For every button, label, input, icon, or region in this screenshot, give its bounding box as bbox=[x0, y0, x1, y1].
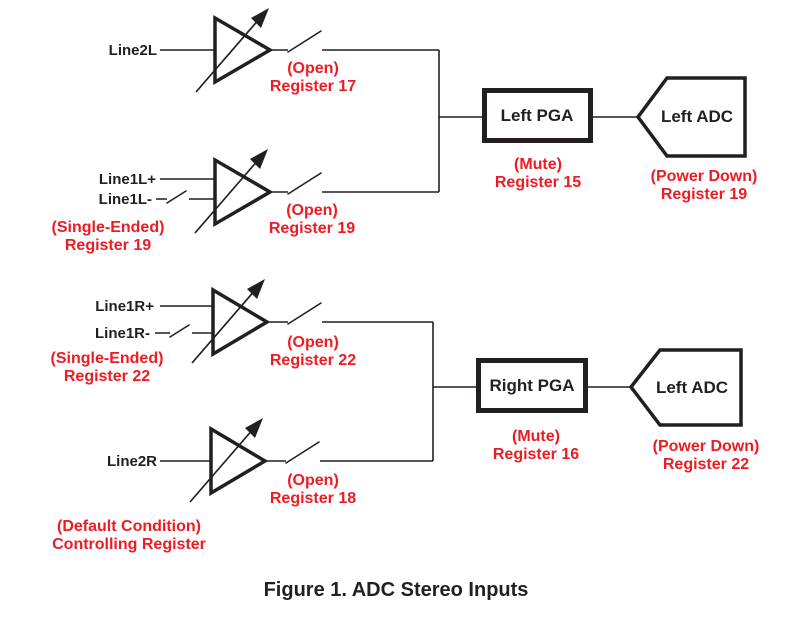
line2l-open-switch bbox=[287, 30, 322, 53]
line2r-amplifier bbox=[189, 418, 269, 503]
note-line: Register 18 bbox=[269, 489, 357, 507]
figure-caption: Figure 1. ADC Stereo Inputs bbox=[263, 579, 529, 601]
gain-arrow-line bbox=[194, 158, 260, 234]
legend-note: (Default Condition) Controlling Register bbox=[19, 518, 239, 553]
amplifier-triangle bbox=[209, 425, 269, 497]
left-adc-label: Left ADC bbox=[660, 107, 734, 126]
note-line: Register 19 bbox=[268, 219, 356, 237]
gain-arrow-line bbox=[191, 288, 257, 364]
note-line: (Mute) bbox=[512, 428, 560, 445]
left-pga-label: Left PGA bbox=[500, 106, 574, 125]
line1l-neg-label: Line1L- bbox=[98, 191, 152, 208]
right-channel-adc-shape bbox=[628, 348, 743, 427]
line1r-switch-note: (Open) Register 22 bbox=[203, 334, 423, 369]
right-adc-power-down-note: (Power Down) Register 22 bbox=[596, 438, 809, 473]
note-line: (Open) bbox=[287, 334, 339, 351]
note-line: (Power Down) bbox=[650, 168, 758, 185]
line2r-label: Line2R bbox=[106, 453, 157, 470]
gain-arrow-line bbox=[189, 427, 255, 503]
gain-arrow-head bbox=[247, 279, 265, 299]
note-line: (Open) bbox=[287, 472, 339, 489]
amplifier-triangle bbox=[213, 156, 274, 228]
right-pga-label: Right PGA bbox=[489, 376, 575, 395]
left-adc-power-down-note: (Power Down) Register 19 bbox=[594, 168, 809, 203]
amplifier-triangle bbox=[213, 14, 274, 86]
line2l-amplifier bbox=[195, 8, 274, 93]
line2r-switch-note: (Open) Register 18 bbox=[203, 472, 423, 507]
amplifier-triangle bbox=[211, 286, 271, 358]
line2r-open-switch bbox=[285, 441, 320, 464]
note-line: (Default Condition) bbox=[57, 518, 201, 535]
line1r-open-switch bbox=[287, 302, 322, 325]
line1l-switch-note: (Open) Register 19 bbox=[202, 202, 422, 237]
note-line: Controlling Register bbox=[52, 535, 206, 553]
line1l-open-switch bbox=[287, 172, 322, 195]
note-line: (Single-Ended) bbox=[51, 219, 165, 236]
note-line: Register 22 bbox=[63, 367, 151, 385]
note-line: Register 19 bbox=[64, 236, 152, 254]
gain-arrow-head bbox=[250, 149, 268, 169]
line1r-amplifier bbox=[191, 279, 271, 364]
line1l-amplifier bbox=[194, 149, 274, 234]
gain-arrow-head bbox=[245, 418, 263, 438]
note-line: Register 15 bbox=[494, 173, 582, 191]
note-line: Register 22 bbox=[662, 455, 750, 473]
gain-arrow-line bbox=[195, 17, 261, 93]
note-line: (Single-Ended) bbox=[50, 350, 164, 367]
line1l-single-ended-note: (Single-Ended) Register 19 bbox=[0, 219, 218, 254]
note-line: (Mute) bbox=[514, 156, 562, 173]
line1l-neg-input-switch bbox=[166, 190, 187, 204]
line1r-single-ended-note: (Single-Ended) Register 22 bbox=[0, 350, 217, 385]
right-pga-box bbox=[476, 358, 588, 413]
left-pga-box bbox=[482, 88, 593, 143]
note-line: Register 19 bbox=[660, 185, 748, 203]
line2l-switch-note: (Open) Register 17 bbox=[203, 60, 423, 95]
line2l-label: Line2L bbox=[108, 42, 157, 59]
note-line: (Power Down) bbox=[652, 438, 760, 455]
left-pga-mute-note: (Mute) Register 15 bbox=[428, 156, 648, 191]
note-line: Register 22 bbox=[269, 351, 357, 369]
line1r-pos-label: Line1R+ bbox=[95, 298, 154, 315]
gain-arrow-head bbox=[251, 8, 269, 28]
left-adc-shape bbox=[635, 76, 747, 158]
right-channel-adc-label: Left ADC bbox=[655, 378, 729, 397]
line1r-neg-input-switch bbox=[169, 324, 190, 338]
line1r-neg-label: Line1R- bbox=[94, 325, 150, 342]
note-line: (Open) bbox=[287, 60, 339, 77]
line1l-pos-label: Line1L+ bbox=[98, 171, 156, 188]
note-line: Register 17 bbox=[269, 77, 357, 95]
circuit-wires bbox=[155, 49, 638, 462]
right-pga-mute-note: (Mute) Register 16 bbox=[426, 428, 646, 463]
note-line: (Open) bbox=[286, 202, 338, 219]
note-line: Register 16 bbox=[492, 445, 580, 463]
